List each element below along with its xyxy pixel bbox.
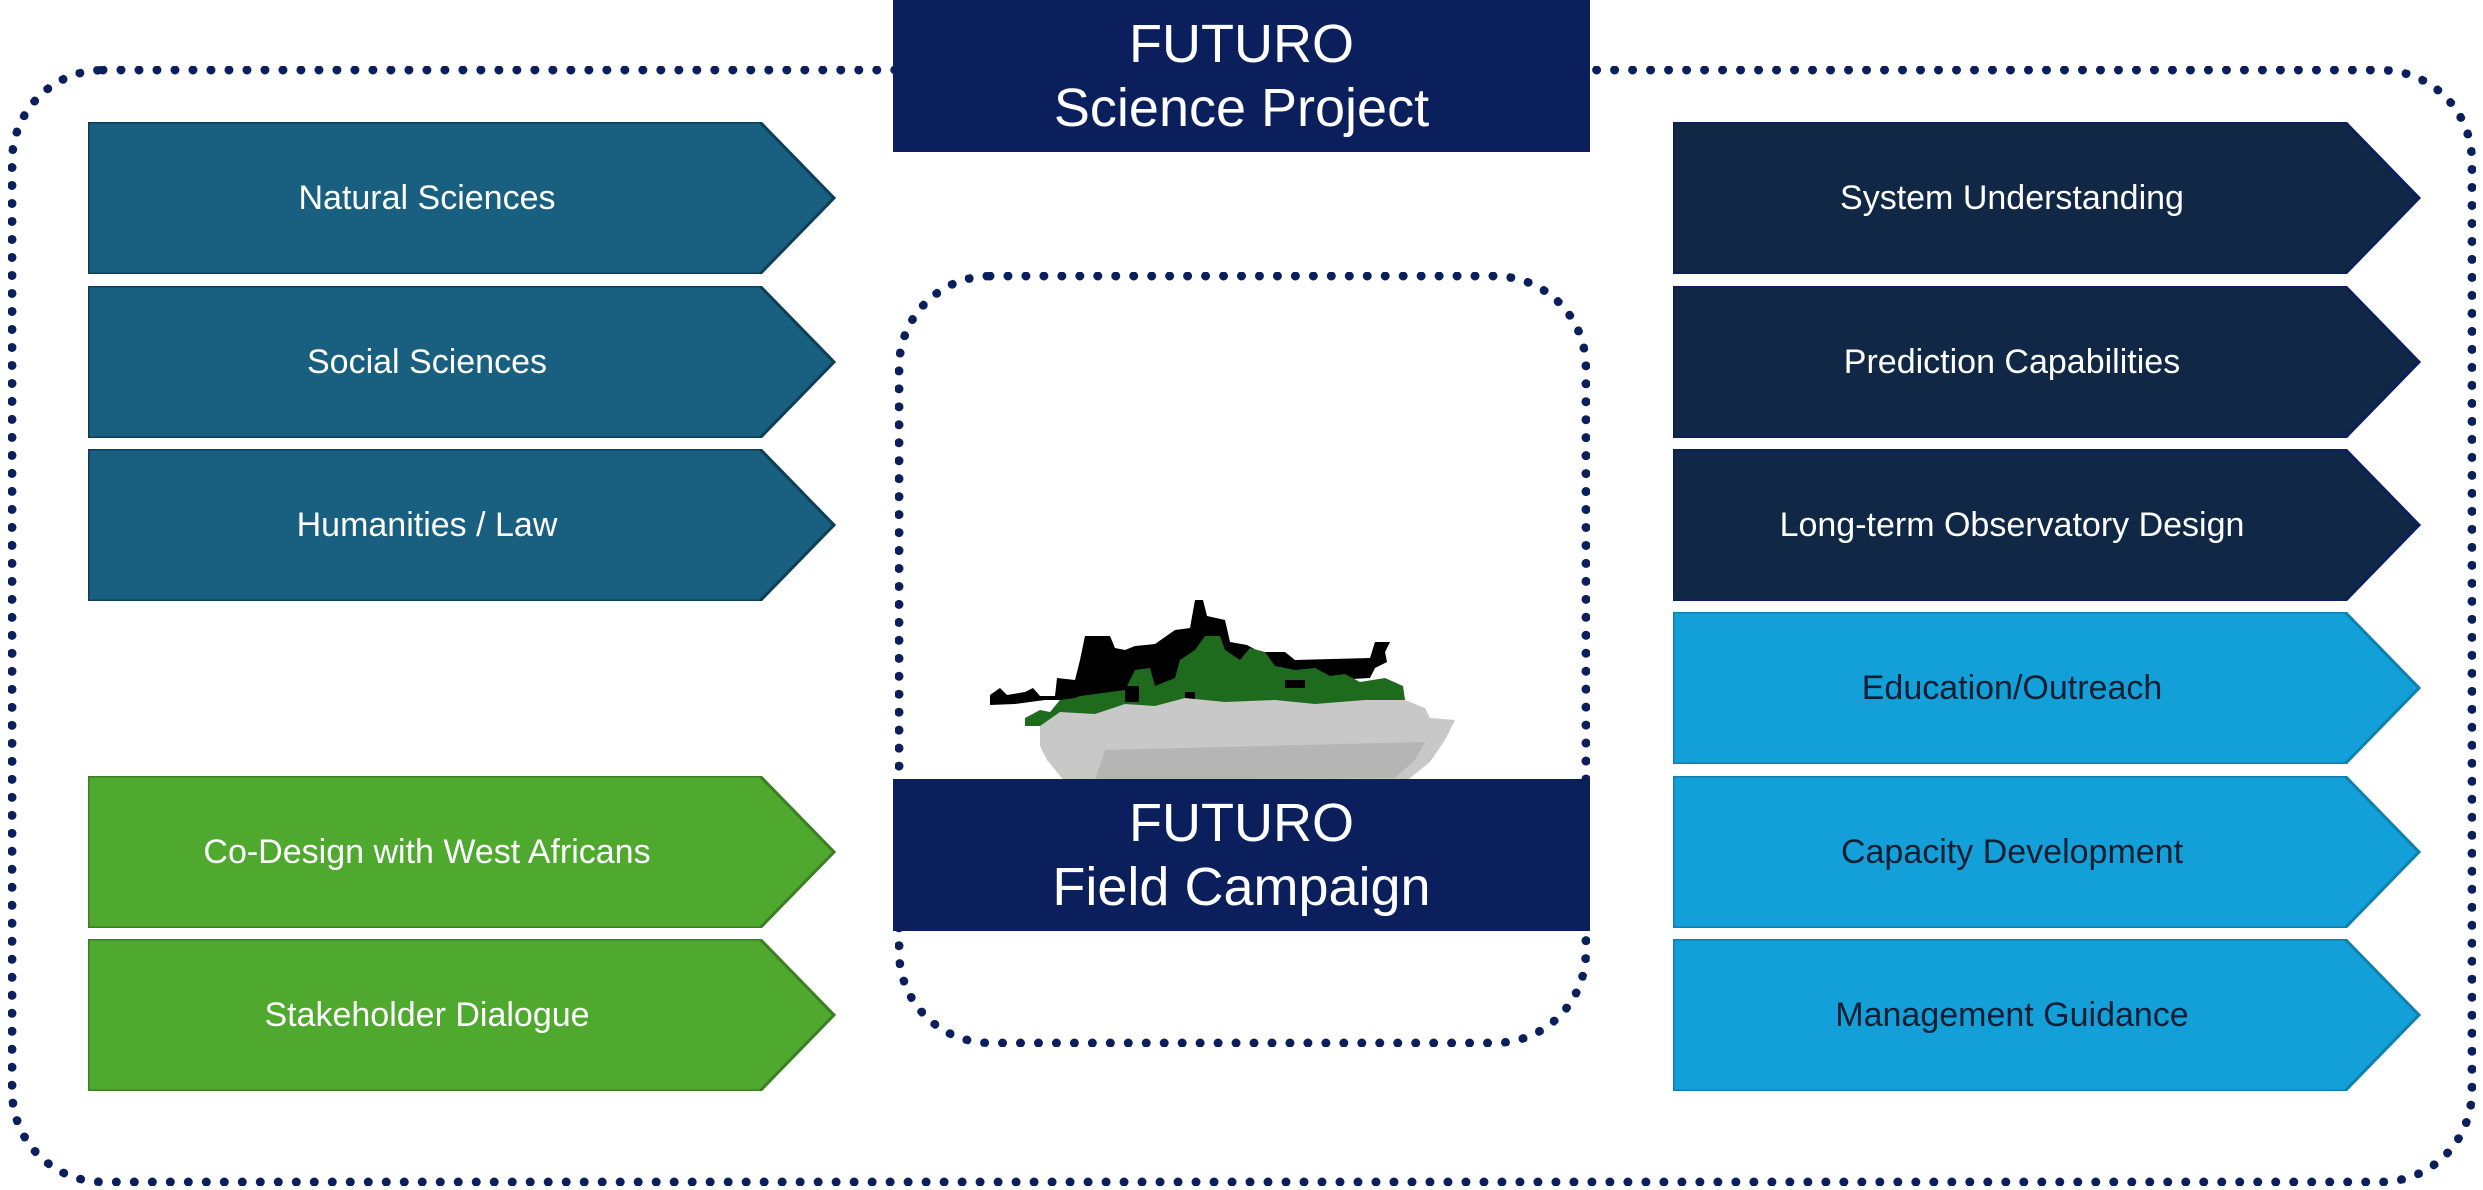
arrow-label: Co-Design with West Africans: [203, 832, 651, 871]
arrow-social-sciences: Social Sciences: [88, 286, 836, 438]
science-project-title-line2: Science Project: [1053, 78, 1430, 138]
arrow-label: Education/Outreach: [1861, 668, 2163, 707]
arrow-label: Social Sciences: [306, 342, 547, 381]
arrow-label: Prediction Capabilities: [1843, 342, 2181, 381]
arrow-label: Humanities / Law: [296, 505, 558, 544]
field-campaign-title-line2: Field Campaign: [1052, 857, 1431, 917]
arrow-education-outreach: Education/Outreach: [1673, 612, 2421, 764]
research-vessel-icon: [990, 600, 1455, 782]
arrow-label: Capacity Development: [1840, 832, 2184, 871]
arrow-prediction-capabilities: Prediction Capabilities: [1673, 286, 2421, 438]
arrow-stakeholder-dialogue: Stakeholder Dialogue: [88, 939, 836, 1091]
arrow-label: System Understanding: [1840, 178, 2184, 217]
science-project-title: FUTURO Science Project: [893, 0, 1590, 152]
arrow-system-understanding: System Understanding: [1673, 122, 2421, 274]
science-project-title-line1: FUTURO: [1129, 14, 1354, 74]
field-campaign-frame: [895, 272, 1590, 1047]
arrow-label: Management Guidance: [1835, 995, 2189, 1034]
arrow-label: Natural Sciences: [298, 178, 556, 217]
field-campaign-title: FUTURO Field Campaign: [893, 779, 1590, 931]
arrow-natural-sciences: Natural Sciences: [88, 122, 836, 274]
arrow-co-design: Co-Design with West Africans: [88, 776, 836, 928]
arrow-capacity-development: Capacity Development: [1673, 776, 2421, 928]
arrow-label: Long-term Observatory Design: [1779, 505, 2245, 544]
field-campaign-title-line1: FUTURO: [1129, 793, 1354, 853]
arrow-observatory-design: Long-term Observatory Design: [1673, 449, 2421, 601]
arrow-humanities-law: Humanities / Law: [88, 449, 836, 601]
arrow-management-guidance: Management Guidance: [1673, 939, 2421, 1091]
arrow-label: Stakeholder Dialogue: [264, 995, 590, 1034]
